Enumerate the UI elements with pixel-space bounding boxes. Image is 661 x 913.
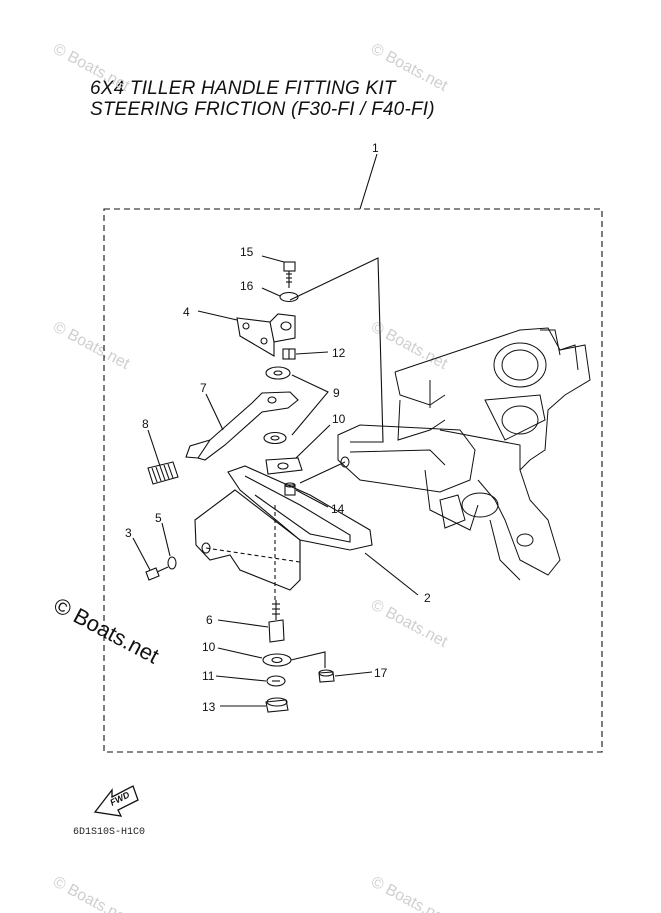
kit-boundary: [103, 208, 603, 753]
leader-8: [147, 429, 161, 467]
leader-10-upper: [295, 424, 331, 459]
callout-6: 6: [206, 613, 213, 627]
leader-3: [132, 537, 151, 571]
diagram-title-line1: 6X4 TILLER HANDLE FITTING KIT: [90, 78, 396, 99]
assembly-line-upper: [289, 257, 384, 443]
callout-8: 8: [142, 417, 149, 431]
leader-2: [364, 552, 419, 596]
watermark: © Boats.net: [368, 41, 450, 96]
leader-7: [205, 393, 224, 431]
callout-3: 3: [125, 526, 132, 540]
diagram-title-line2: STEERING FRICTION (F30-FI / F40-FI): [90, 99, 435, 120]
part-10-washer-lower: [262, 653, 292, 667]
watermark-main: © Boats.net: [50, 592, 164, 668]
callout-17: 17: [374, 666, 388, 680]
callout-2: 2: [424, 591, 431, 605]
drawing-code: 6D1S10S-H1C0: [73, 827, 145, 838]
callout-7: 7: [200, 381, 207, 395]
callout-5: 5: [155, 511, 162, 525]
part-11-shim: [266, 675, 286, 687]
part-14-collar: [284, 482, 296, 496]
callout-4: 4: [183, 305, 190, 319]
callout-9: 9: [333, 386, 340, 400]
part-5-washer: [167, 556, 177, 570]
part-3-screw: [145, 566, 169, 581]
part-6-bolt: [268, 600, 285, 643]
part-7-lever: [185, 391, 299, 461]
callout-13: 13: [202, 700, 216, 714]
watermark: © Boats.net: [50, 319, 132, 374]
leader-14: [295, 489, 329, 508]
leader-17: [334, 671, 373, 677]
part-15-bolt: [283, 261, 296, 288]
assembly-line-lower: [290, 651, 326, 668]
leader-9: [291, 374, 329, 436]
callout-12: 12: [332, 346, 346, 360]
watermark: © Boats.net: [368, 597, 450, 652]
part-17-nut: [318, 669, 335, 683]
leader-16: [261, 287, 281, 297]
part-8-grip: [147, 461, 179, 485]
part-13-nut: [265, 697, 289, 713]
part-9-washers: [263, 366, 291, 445]
leader-6: [217, 619, 269, 628]
watermark: © Boats.net: [50, 874, 132, 913]
leader-12: [295, 351, 329, 355]
leader-10-lower: [217, 647, 263, 659]
part-16-washer: [279, 291, 299, 303]
part-10-spacer-upper: [265, 457, 303, 475]
callout-1: 1: [372, 141, 379, 155]
watermark: © Boats.net: [368, 874, 450, 913]
callout-14: 14: [331, 502, 345, 516]
assembly-line-mid: [299, 461, 346, 484]
leader-5: [161, 522, 171, 557]
callout-15: 15: [240, 245, 254, 259]
callout-16: 16: [240, 279, 254, 293]
callout-11: 11: [202, 669, 215, 683]
mount-bracket-outline: [337, 327, 591, 581]
leader-4: [197, 310, 238, 321]
callout-10-upper: 10: [332, 412, 346, 426]
watermark: © Boats.net: [50, 41, 132, 96]
watermarks: © Boats.net © Boats.net © Boats.net © Bo…: [50, 41, 451, 913]
callout-labels: 1 2 3 4 5 6 7 8 9 10 10 11 12 13 14 15 1…: [125, 141, 431, 714]
leader-15: [261, 255, 285, 263]
fwd-arrow-icon: FWD: [93, 785, 139, 817]
part-12-nut: [282, 348, 296, 360]
leader-11: [215, 675, 267, 682]
callout-10-lower: 10: [202, 640, 216, 654]
part-4-plate: [236, 313, 296, 357]
part-2-friction-bracket: [194, 465, 373, 600]
leader-1: [359, 153, 378, 210]
